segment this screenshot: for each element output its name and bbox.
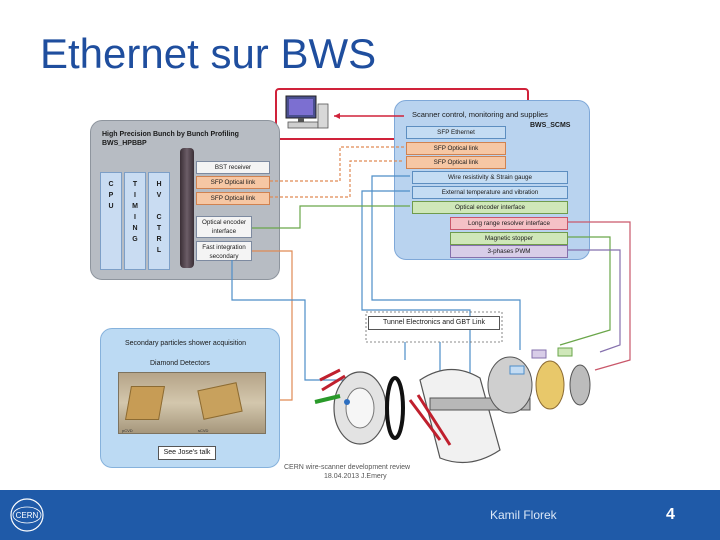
hv-ctrl-letter: R	[156, 236, 162, 243]
three-phase-pwm-module: 3-phases PWM	[450, 245, 568, 258]
page-number: 4	[666, 506, 675, 523]
bws-scms-title: Scanner control, monitoring and supplies	[412, 110, 548, 119]
flange-hole	[345, 387, 375, 429]
cpu-letter: C	[108, 181, 114, 188]
svg-text:CERN: CERN	[16, 511, 39, 520]
cpu-letter: U	[108, 203, 114, 210]
stopper-connector	[557, 347, 573, 357]
hv-ctrl-letter: T	[156, 225, 162, 232]
beam-arrow-green	[314, 394, 341, 404]
connection-lines	[231, 113, 631, 464]
sensor-line	[371, 175, 521, 350]
credit-line2: 18.04.2013 J.Emery	[324, 473, 387, 480]
beam-arrow-red	[319, 368, 346, 392]
resolver-line	[568, 221, 631, 371]
magnetic-stopper-module: Magnetic stopper	[450, 232, 568, 245]
backplane-connector	[180, 148, 194, 268]
fast-integration-module: Fast integration secondary shower	[196, 241, 252, 261]
pcvd-caption: pCVD	[122, 428, 133, 433]
pwm-line	[568, 249, 621, 353]
timing-letter: I	[134, 192, 136, 199]
timing-letter: N	[132, 225, 138, 232]
pcvd-detector-chip	[125, 386, 165, 420]
timing-column: T I M I N G	[124, 172, 146, 270]
tunnel-group-outline	[365, 311, 503, 343]
bst-receiver-module: BST receiver	[196, 161, 270, 174]
pwm-connector	[531, 349, 547, 359]
sfp-optical-link-module: SFP Optical link	[196, 176, 270, 189]
optical-link-line	[270, 146, 404, 182]
shower-signal-line	[231, 260, 345, 381]
cpu-column: C P U	[100, 172, 122, 270]
external-temperature-module: External temperature and vibration	[412, 186, 568, 199]
optical-encoder-module: Optical encoder interface	[196, 216, 252, 238]
wire-fork	[408, 394, 452, 446]
diamond-detectors-title: Diamond Detectors	[150, 360, 210, 367]
hv-ctrl-letter: H	[156, 181, 162, 188]
resolver-ring	[535, 360, 565, 410]
encoder-line	[252, 205, 410, 229]
credit-line1: CERN wire-scanner development review	[284, 464, 411, 471]
motor-housing	[487, 356, 533, 414]
footer-author: Kamil Florek	[490, 508, 557, 522]
scanner-mechanics	[314, 356, 591, 464]
wire-resistivity-module: Wire resistivity & Strain gauge	[412, 171, 568, 184]
tunnel-electronics-box: Tunnel Electronics and GBT Link	[368, 316, 500, 330]
optical-encoder-interface-module: Optical encoder interface	[412, 201, 568, 214]
ethernet-link-arrow	[334, 113, 340, 119]
slide-title: Ethernet sur BWS	[40, 30, 377, 77]
scvd-caption: sCVD	[198, 428, 209, 433]
sensor-line	[361, 190, 471, 380]
seal-ring	[385, 376, 405, 440]
sfp-optical-link-module: SFP Optical link	[406, 156, 506, 169]
sensor-connector	[509, 365, 525, 375]
cern-logo: CERN	[10, 498, 44, 532]
bws-hpbbp-title-line1: High Precision Bunch by Bunch Profiling	[102, 131, 239, 138]
sfp-optical-link-module: SFP Optical link	[196, 192, 270, 205]
timing-letter: G	[132, 236, 138, 243]
bws-scms-subtitle: BWS_SCMS	[530, 122, 571, 129]
bws-hpbbp-title-line2: BWS_HPBBP	[102, 140, 147, 147]
review-credit: CERN wire-scanner development review 18.…	[284, 463, 410, 481]
hv-ctrl-letter: C	[156, 214, 162, 221]
bws-hpbbp-title: High Precision Bunch by Bunch Profiling …	[102, 130, 262, 148]
see-talk-box: See Jose's talk	[158, 446, 216, 460]
timing-letter: T	[132, 181, 138, 188]
hv-ctrl-letter: V	[156, 192, 162, 199]
timing-letter: I	[134, 214, 136, 221]
cpu-letter: P	[108, 192, 114, 199]
optical-link-line	[270, 160, 404, 198]
computer-icon	[285, 95, 329, 129]
shower-acquisition-title: Secondary particles shower acquisition	[125, 340, 247, 347]
footer-bar	[0, 490, 720, 540]
encoder-end	[569, 364, 591, 406]
hv-ctrl-letter: L	[156, 247, 162, 254]
long-range-resolver-module: Long range resolver interface	[450, 217, 568, 230]
bws-architecture-diagram: High Precision Bunch by Bunch Profiling …	[90, 88, 631, 481]
sfp-ethernet-module: SFP Ethernet	[406, 126, 506, 139]
beam-spot	[344, 399, 350, 405]
sfp-optical-link-module: SFP Optical link	[406, 142, 506, 155]
timing-letter: M	[132, 203, 138, 210]
hv-ctrl-column: H V C T R L	[148, 172, 170, 270]
stopper-line	[559, 236, 611, 346]
